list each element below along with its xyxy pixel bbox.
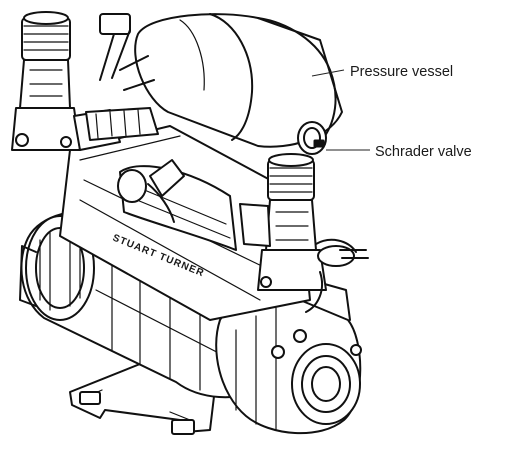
pump-frame: STUART TURNER	[59, 125, 311, 321]
motor-housing	[19, 210, 263, 399]
left-inlet-assembly	[11, 11, 159, 151]
schrader-valve-label: Schrader valve	[375, 144, 472, 160]
pressure-vessel-label: Pressure vessel	[350, 64, 453, 80]
pressure-vessel	[119, 13, 343, 155]
right-pump-head	[215, 275, 362, 435]
pressure-vessel-leader	[311, 69, 345, 77]
right-outlet-assembly	[239, 153, 369, 313]
